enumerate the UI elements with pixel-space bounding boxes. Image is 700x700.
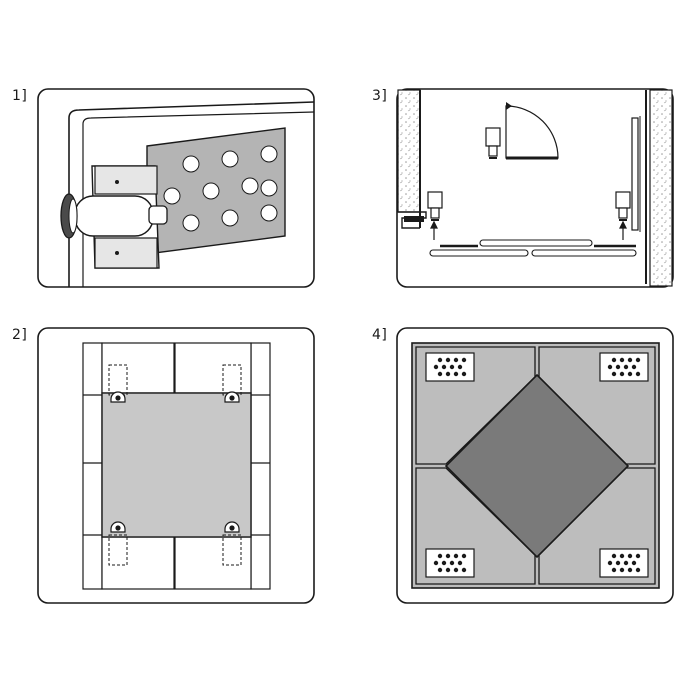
arrow-up-icon-right xyxy=(619,220,627,240)
screw-hole-bottom xyxy=(115,251,119,255)
hinge-mount-illustration xyxy=(37,88,315,288)
door-edge xyxy=(68,101,315,287)
hinge-icon-center xyxy=(485,127,501,159)
plate-holes xyxy=(163,145,278,232)
step-3-panel xyxy=(396,88,674,288)
screw-hole-top xyxy=(115,180,119,184)
hinge-block-top xyxy=(94,165,158,195)
vent-plate-bottom-right xyxy=(599,548,649,578)
left-wall xyxy=(397,89,421,213)
hinge-pin-icons xyxy=(110,391,240,533)
barrel-cap-ring xyxy=(68,198,78,234)
vent-plate-top-left xyxy=(425,352,475,382)
door-inner-edge xyxy=(82,111,315,287)
diamond-tile-illustration xyxy=(396,327,674,604)
right-wall xyxy=(649,89,673,287)
arrow-up-icon-left xyxy=(430,220,438,240)
step-3-label: 3] xyxy=(372,88,388,104)
step-4-panel xyxy=(396,327,674,604)
door-layout-illustration xyxy=(396,88,674,288)
tile-mount-illustration xyxy=(37,327,315,604)
panel-frame xyxy=(396,88,674,288)
door-swing-arc xyxy=(505,105,559,159)
center-diamond xyxy=(444,373,630,559)
step-1-panel xyxy=(37,88,315,288)
step-4-label: 4] xyxy=(372,327,388,343)
step-1-label: 1] xyxy=(12,88,28,104)
hinge-block-bottom xyxy=(94,237,158,269)
step-2-label: 2] xyxy=(12,327,28,343)
hinge-icon-right xyxy=(615,191,631,221)
hinge-pin xyxy=(148,205,168,225)
hinge-icon-left xyxy=(427,191,443,221)
hinge-barrel xyxy=(74,195,154,237)
floor-strip-left xyxy=(429,249,529,257)
threshold-strip-2 xyxy=(479,239,593,247)
mounting-plate xyxy=(101,392,252,538)
vent-plate-bottom-left xyxy=(425,548,475,578)
floor-strip-right xyxy=(531,249,637,257)
right-door-leaf xyxy=(631,117,639,231)
left-seal xyxy=(404,216,424,222)
vent-plate-top-right xyxy=(599,352,649,382)
step-2-panel xyxy=(37,327,315,604)
swing-arrow-icon xyxy=(506,102,512,110)
